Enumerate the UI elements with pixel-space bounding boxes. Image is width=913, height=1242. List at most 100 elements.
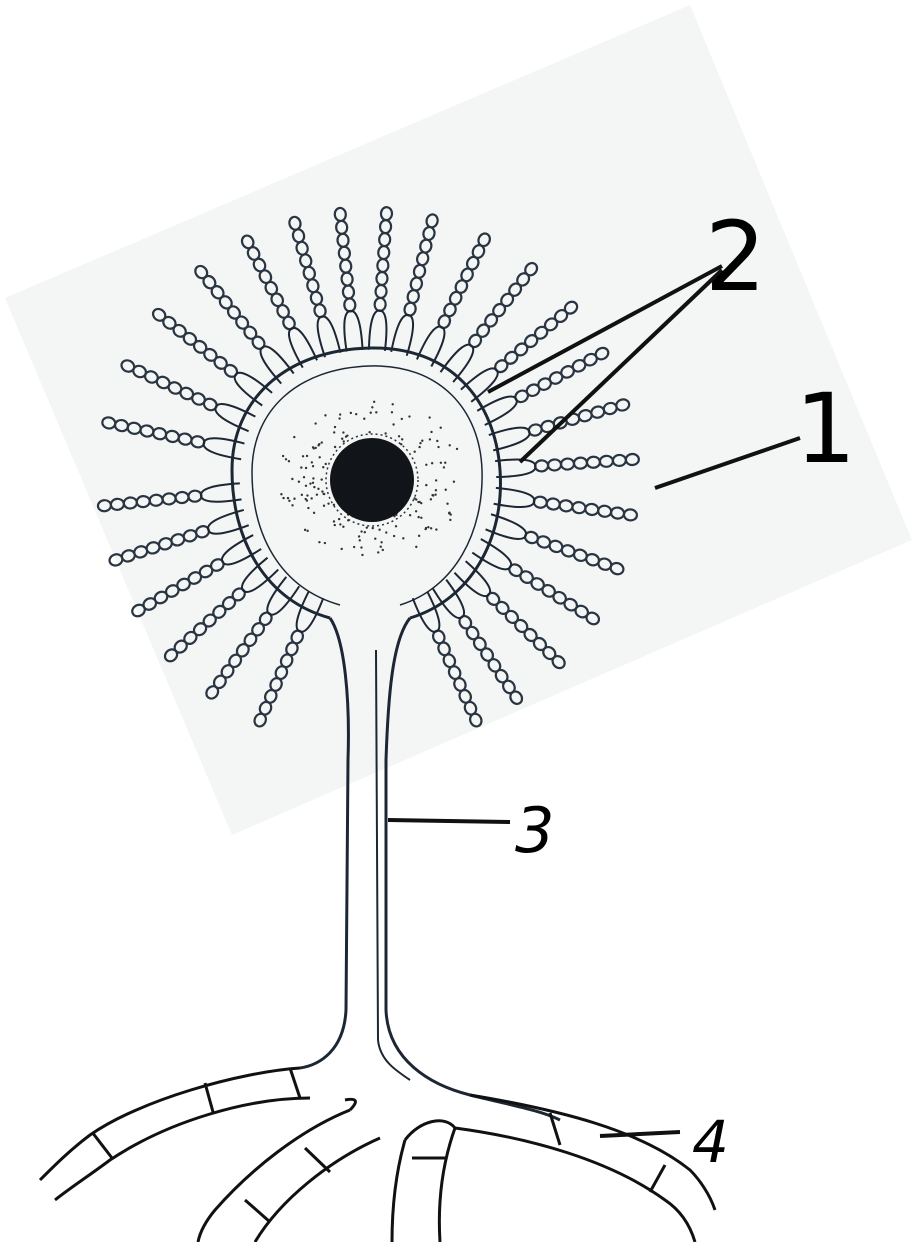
stipple-dot (370, 412, 372, 414)
hypha-left-lower (55, 1098, 310, 1200)
stipple-dot (402, 537, 404, 539)
stipple-dot (321, 490, 323, 492)
stipple-dot (375, 411, 377, 413)
stipple-dot (342, 526, 344, 528)
leader-line-4 (600, 1132, 680, 1136)
stipple-dot (280, 493, 282, 495)
stipple-dot (449, 444, 451, 446)
stipple-dot (317, 488, 319, 490)
stipple-dot (364, 531, 366, 533)
stipple-dot (353, 546, 355, 548)
label-2: 2 (705, 201, 766, 313)
stipple-dot (291, 504, 293, 506)
nucleus (330, 438, 414, 522)
stipple-dot (360, 546, 362, 548)
stipple-dot (311, 461, 313, 463)
stipple-dot (377, 551, 379, 553)
stipple-dot (368, 431, 370, 433)
stipple-dot (409, 514, 411, 516)
stipple-dot (306, 494, 308, 496)
stipple-dot (312, 477, 314, 479)
stipple-dot (420, 502, 422, 504)
stipple-dot (300, 466, 302, 468)
stipple-dot (310, 497, 312, 499)
stipple-dot (401, 418, 403, 420)
stipple-dot (418, 446, 420, 448)
stipple-dot (306, 499, 308, 501)
stipple-dot (358, 535, 360, 537)
stipple-dot (380, 546, 382, 548)
stipple-dot (443, 466, 445, 468)
stipple-dot (334, 446, 336, 448)
stipple-dot (350, 412, 352, 414)
stipple-dot (456, 448, 458, 450)
stipple-dot (304, 529, 306, 531)
stipple-dot (428, 416, 430, 418)
stipple-dot (312, 465, 314, 467)
stipple-dot (444, 462, 446, 464)
stipple-dot (291, 478, 293, 480)
stipple-dot (372, 527, 374, 529)
stipple-dot (363, 418, 365, 420)
stipple-dot (339, 413, 341, 415)
stipple-dot (418, 535, 420, 537)
septum (245, 1200, 270, 1222)
stipple-dot (342, 431, 344, 433)
stipple-dot (449, 519, 451, 521)
stipple-dot (282, 455, 284, 457)
stipple-dot (392, 403, 394, 405)
stipple-dot (440, 462, 442, 464)
stipple-dot (312, 482, 314, 484)
stipple-dot (434, 493, 436, 495)
stipple-dot (378, 529, 380, 531)
stipple-dot (398, 435, 400, 437)
stipple-dot (440, 427, 442, 429)
stipple-dot (301, 494, 303, 496)
stipple-dot (420, 517, 422, 519)
stipple-dot (303, 476, 305, 478)
septum (305, 1148, 330, 1172)
stipple-dot (320, 478, 322, 480)
stipple-dot (430, 498, 432, 500)
stipple-dot (316, 493, 318, 495)
stipple-dot (421, 440, 423, 442)
background-panel (5, 5, 912, 835)
stipple-dot (415, 498, 417, 500)
stipple-dot (340, 548, 342, 550)
stipple-dot (401, 438, 403, 440)
stipple-dot (324, 542, 326, 544)
stipple-dot (285, 458, 287, 460)
hypha-center-cap (405, 1121, 455, 1140)
hypha-right-lower (455, 1128, 695, 1242)
stipple-dot (318, 541, 320, 543)
stipple-dot (307, 507, 309, 509)
septum (205, 1083, 213, 1112)
stipple-dot (319, 456, 321, 458)
stipple-dot (430, 527, 432, 529)
stipple-dot (313, 486, 315, 488)
stipple-dot (322, 493, 324, 495)
stipple-dot (427, 526, 429, 528)
stipple-dot (321, 441, 323, 443)
stipple-dot (361, 554, 363, 556)
stipple-dot (417, 501, 419, 503)
hypha-bulge (345, 1099, 355, 1110)
septum (650, 1165, 665, 1192)
stipple-dot (360, 530, 362, 532)
hypha-right-upper (470, 1095, 715, 1210)
stipple-dot (325, 463, 327, 465)
stipple-dot (346, 434, 348, 436)
stipple-dot (425, 484, 427, 486)
stipple-dot (305, 467, 307, 469)
stipple-dot (324, 414, 326, 416)
stipple-dot (366, 526, 368, 528)
hypha-center-outer-left (392, 1140, 405, 1242)
stipple-dot (343, 440, 345, 442)
stipple-dot (334, 426, 336, 428)
label-4: 4 (692, 1108, 729, 1176)
stipple-dot (415, 546, 417, 548)
stipple-dot (312, 446, 314, 448)
stipple-dot (425, 527, 427, 529)
stipple-dot (287, 497, 289, 499)
label-3: 3 (515, 794, 554, 867)
